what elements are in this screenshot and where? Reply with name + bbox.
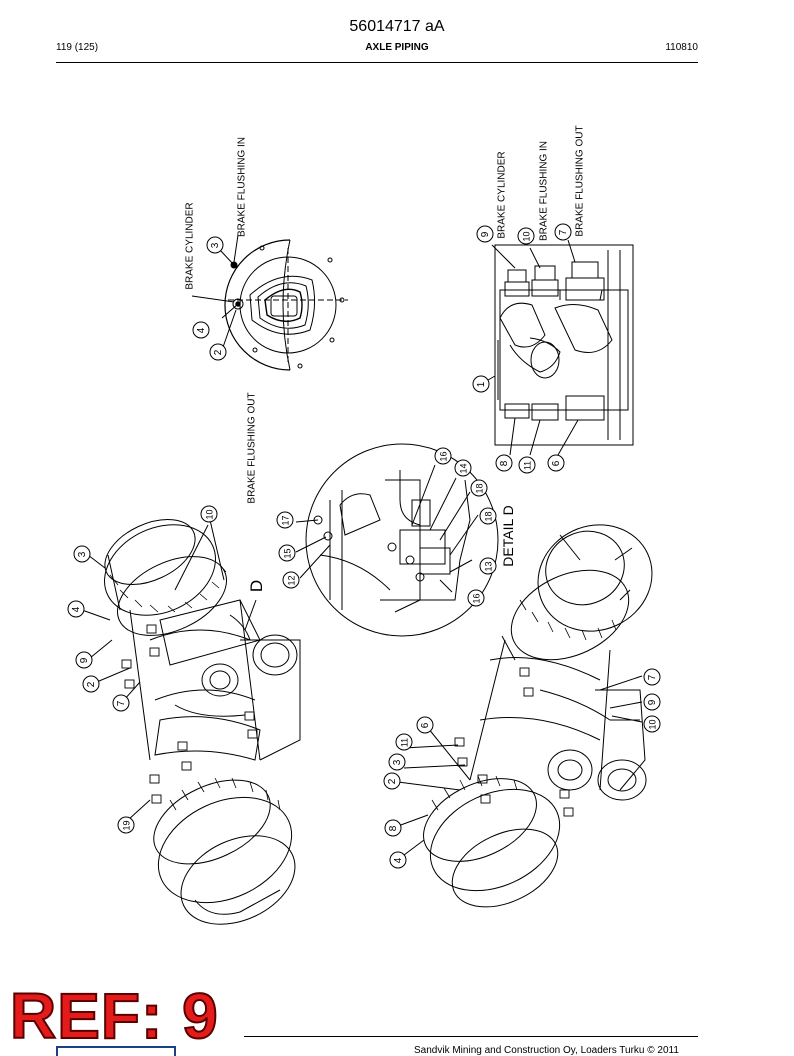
callout-number: 4 [195, 327, 207, 333]
axle-assembly-right [397, 524, 653, 908]
callout-16-detail-bottom: 16 [467, 589, 485, 607]
callout-number: 11 [522, 460, 532, 470]
callout-number: 15 [282, 547, 292, 559]
callout-number: 7 [557, 229, 569, 235]
callout-number: 7 [115, 700, 127, 706]
callout-number: 7 [646, 674, 658, 680]
callout-19-left: 19 [117, 816, 135, 834]
callout-15-detail: 15 [278, 544, 296, 562]
company-logo [56, 1046, 176, 1056]
callout-9-right: 9 [643, 693, 661, 711]
label-brake-flushing-in-right: BRAKE FLUSHING IN [538, 140, 550, 242]
page-info: 119 (125) [56, 42, 99, 53]
callout-11-right: 11 [395, 733, 413, 751]
callout-11-valve: 11 [518, 456, 536, 474]
callout-3-right: 3 [388, 753, 406, 771]
footer-copyright: Sandvik Mining and Construction Oy, Load… [414, 1045, 679, 1056]
callout-18-detail-a: 18 [470, 479, 488, 497]
callout-number: 6 [419, 722, 431, 728]
callout-number: 2 [212, 349, 224, 355]
axle-assembly-left [81, 519, 301, 925]
callout-number: 9 [479, 231, 491, 237]
footer-rule [244, 1036, 698, 1037]
callout-13-detail: 13 [479, 557, 497, 575]
callout-number: 13 [483, 560, 493, 572]
callout-2-left: 2 [82, 675, 100, 693]
callout-number: 10 [204, 508, 214, 520]
callout-number: 3 [209, 242, 221, 248]
callout-7-valve: 7 [554, 223, 572, 241]
callout-12-detail: 12 [282, 571, 300, 589]
callout-18-detail-b: 18 [479, 507, 497, 525]
callout-1-valve: 1 [472, 375, 490, 393]
callout-number: 12 [286, 574, 296, 586]
callout-number: 3 [391, 759, 403, 765]
callout-number: 1 [475, 381, 487, 387]
date-code: 110810 [665, 42, 698, 53]
callout-number: 11 [399, 737, 409, 747]
callout-4-right: 4 [389, 851, 407, 869]
callout-number: 10 [521, 230, 531, 242]
callout-number: 14 [458, 462, 468, 474]
label-view-d: D [247, 579, 266, 593]
callout-7-left: 7 [112, 694, 130, 712]
callout-2-top: 2 [209, 343, 227, 361]
callout-6-right: 6 [416, 716, 434, 734]
callout-17-detail: 17 [276, 511, 294, 529]
label-brake-cylinder-left: BRAKE CYLINDER [184, 202, 196, 290]
callout-number: 16 [438, 450, 448, 462]
section-title: AXLE PIPING [365, 42, 429, 53]
callout-16-detail-top: 16 [434, 447, 452, 465]
label-brake-flushing-out-right: BRAKE FLUSHING OUT [574, 125, 586, 237]
callout-4-left: 4 [67, 600, 85, 618]
callout-2-right: 2 [383, 772, 401, 790]
callout-9-valve: 9 [476, 225, 494, 243]
label-detail-d: DETAIL D [500, 505, 516, 567]
callout-number: 8 [498, 460, 510, 466]
callout-number: 16 [471, 592, 481, 604]
label-brake-flushing-in-left: BRAKE FLUSHING IN [236, 136, 248, 238]
callout-14-detail: 14 [454, 459, 472, 477]
callout-number: 4 [392, 857, 404, 863]
callout-number: 18 [483, 510, 493, 522]
callout-number: 19 [121, 819, 131, 831]
callout-number: 17 [280, 514, 290, 526]
callout-number: 18 [474, 482, 484, 494]
label-brake-cylinder-right: BRAKE CYLINDER [496, 151, 508, 239]
callout-7-right: 7 [643, 668, 661, 686]
callout-9-left: 9 [75, 651, 93, 669]
callout-number: 2 [85, 681, 97, 687]
callout-4-top: 4 [192, 321, 210, 339]
callout-8-valve: 8 [495, 454, 513, 472]
callout-number: 9 [646, 699, 658, 705]
callout-number: 2 [386, 778, 398, 784]
brake-end-view [191, 234, 348, 371]
ref-badge: REF: 9 [9, 980, 219, 1052]
callout-10-right: 10 [643, 715, 661, 733]
header-rule [56, 62, 698, 63]
callout-10-valve: 10 [517, 227, 535, 245]
callout-number: 10 [647, 718, 657, 730]
callout-3-left: 3 [73, 545, 91, 563]
callout-number: 8 [387, 825, 399, 831]
callout-number: 4 [70, 606, 82, 612]
callout-number: 3 [76, 551, 88, 557]
detail-d-view [295, 443, 499, 637]
callout-10-left: 10 [200, 505, 218, 523]
callout-number: 6 [550, 460, 562, 466]
callout-6-valve: 6 [547, 454, 565, 472]
valve-block-view [487, 239, 634, 456]
callout-8-right: 8 [384, 819, 402, 837]
callout-number: 9 [78, 657, 90, 663]
callout-3-top: 3 [206, 236, 224, 254]
label-brake-flushing-out-left: BRAKE FLUSHING OUT [246, 392, 258, 504]
document-number: 56014717 aA [349, 18, 445, 35]
